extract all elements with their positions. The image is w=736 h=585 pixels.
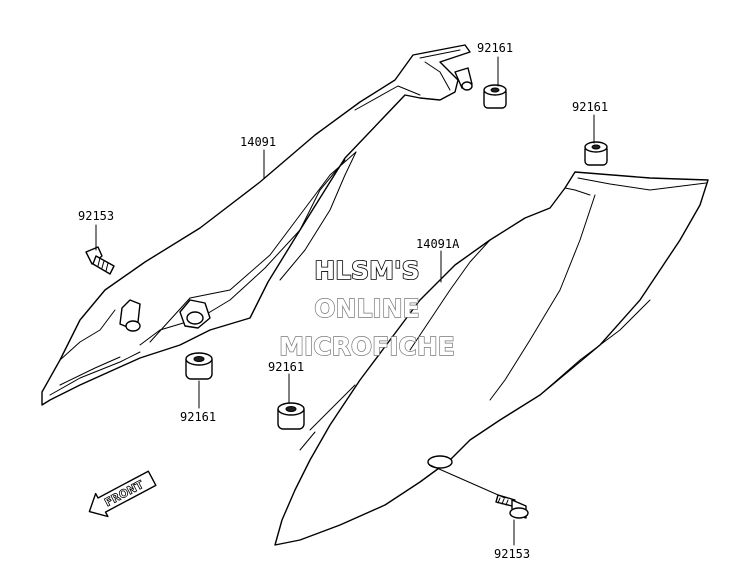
watermark-line-1: HLSM'S <box>314 256 419 285</box>
left-side-cover <box>41 44 473 406</box>
bolt-bottom-right <box>495 494 529 519</box>
label-cover-left: 14091 <box>240 135 276 149</box>
label-grommet-top-right: 92161 <box>572 100 608 114</box>
label-grommet-middle: 92161 <box>268 360 304 374</box>
front-direction-arrow: FRONT <box>88 470 157 518</box>
bolt-left <box>85 246 115 275</box>
grommet-bottom-left <box>185 352 213 380</box>
right-side-cover <box>274 171 709 546</box>
watermark-line-3: MICROFICHE <box>279 332 455 361</box>
watermark-line-2: ONLINE <box>314 294 419 323</box>
label-cover-right: 14091A <box>416 237 460 251</box>
grommet-top-right <box>584 141 608 166</box>
label-grommet-bottom-left: 92161 <box>180 410 216 424</box>
label-bolt-bottom-right: 92153 <box>494 547 530 561</box>
label-grommet-top-left: 92161 <box>477 41 513 55</box>
grommet-middle <box>277 402 305 430</box>
watermark: HLSM'S ONLINE MICROFICHE <box>278 255 455 362</box>
grommet-top-left <box>483 84 507 109</box>
leader-lines <box>95 56 595 546</box>
label-bolt-left: 92153 <box>78 209 114 223</box>
